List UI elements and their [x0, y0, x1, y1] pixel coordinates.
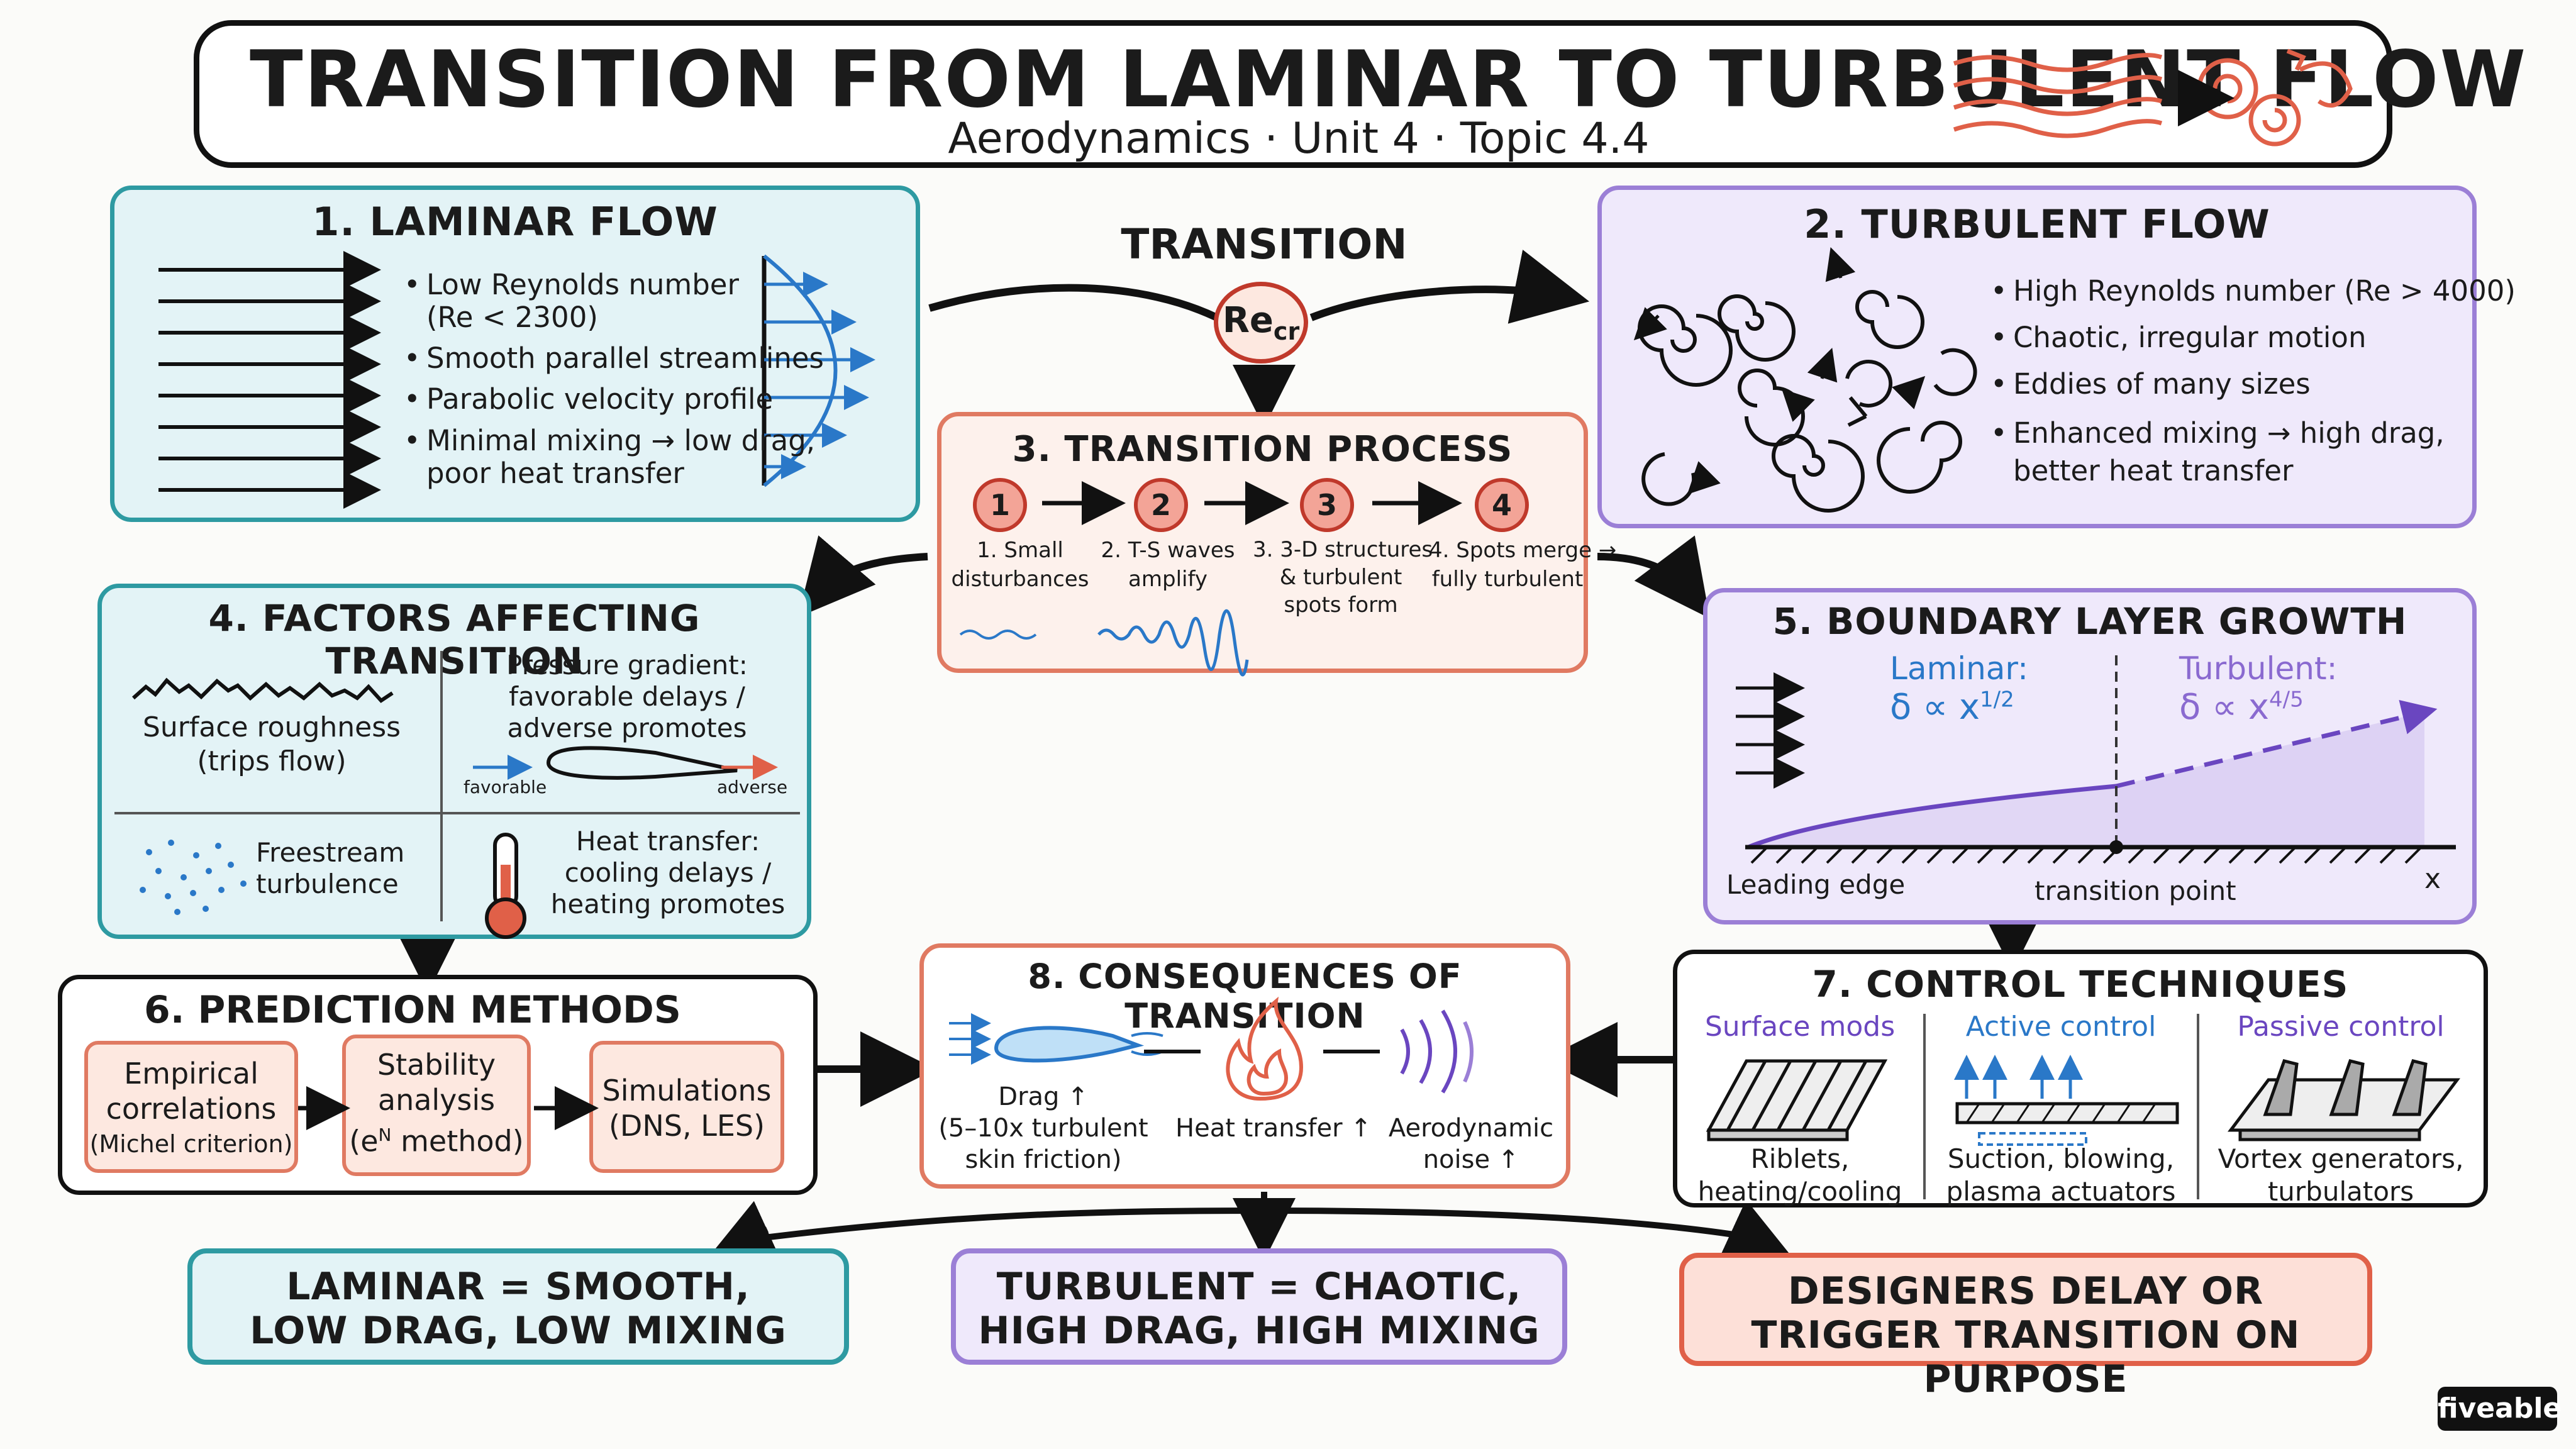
laminar-to-transition-line — [928, 284, 1219, 321]
turbulent-bullet-4: •Enhanced mixing → high drag, — [1990, 416, 2445, 450]
control-title: 7. CONTROL TECHNIQUES — [1812, 963, 2349, 1006]
boundary-layer-panel: 5. BOUNDARY LAYER GROWTH Laminar: δ ∝ x — [1703, 588, 2477, 924]
process-arrows — [959, 481, 1462, 677]
process-step-1-badge: 1 — [973, 478, 1027, 532]
process-title: 3. TRANSITION PROCESS — [1012, 429, 1513, 470]
leading-edge-label: Leading edge — [1726, 869, 1906, 900]
fiveable-logo: fiveable — [2438, 1387, 2562, 1431]
factors-grid — [114, 651, 800, 939]
turbulent-title: 2. TURBULENT FLOW — [1804, 201, 2270, 247]
flame-icon — [1226, 996, 1304, 1101]
roughness-label: Surface roughness(trips flow) — [142, 711, 401, 777]
critical-reynolds-badge: Recr — [1214, 282, 1308, 364]
transition-point-label: transition point — [2035, 875, 2236, 906]
laminar-bullet-3: •Parabolic velocity profile — [404, 382, 774, 416]
laminar-title: 1. LAMINAR FLOW — [312, 199, 718, 245]
vortex-generators-icon — [2228, 1059, 2460, 1141]
turbulent-bl-formula: δ ∝ x4/5 — [2179, 687, 2304, 728]
laminar-bullet-1b: (Re < 2300) — [426, 301, 598, 334]
airfoil-icon — [546, 746, 738, 780]
laminar-bl-label: Laminar: — [1890, 650, 2028, 687]
transition-point-marker — [2109, 840, 2123, 854]
laminar-bullet-4: •Minimal mixing → low drag, — [404, 424, 816, 457]
process-step-4-text: 4. Spots merge →fully turbulent — [1429, 538, 1617, 592]
surface-roughness-icon — [131, 677, 394, 703]
transition-to-turbulent-arrow — [1309, 250, 1590, 324]
laminar-bullet-1: •Low Reynolds number — [404, 268, 739, 301]
surface-mods-text: Riblets,heating/cooling — [1697, 1143, 1902, 1207]
active-control-heading: Active control — [1965, 1011, 2157, 1043]
passive-control-text: Vortex generators,turbulators — [2218, 1143, 2464, 1207]
favorable-label: favorable — [464, 777, 547, 797]
active-control-icon — [1954, 1055, 2179, 1146]
x-axis-label: x — [2424, 863, 2441, 895]
ts-wave-icon — [1097, 609, 1249, 677]
turbulent-growth-curve — [2116, 699, 2438, 789]
boundary-layer-graph — [1736, 655, 2456, 864]
header-banner: TRANSITION FROM LAMINAR TO TURBULENT FLO… — [194, 20, 2528, 168]
surface-mods-heading: Surface mods — [1704, 1011, 1896, 1043]
process-step-4-badge: 4 — [1475, 478, 1529, 532]
control-icons — [1706, 1014, 2460, 1199]
active-control-text: Suction, blowing,plasma actuators — [1946, 1143, 2176, 1207]
turbulent-bullet-2: •Chaotic, irregular motion — [1990, 321, 2367, 354]
turbulent-bullet-1: •High Reynolds number (Re > 4000) — [1990, 274, 2516, 308]
laminar-flow-panel: 1. LAMINAR FLOW •Low Reynolds number (Re… — [110, 186, 920, 522]
laminar-to-turbulent-icon — [1953, 48, 2353, 147]
heat-consequence-text: Heat transfer ↑ — [1175, 1114, 1372, 1143]
page-title: TRANSITION FROM LAMINAR TO TURBULENT FLO… — [250, 35, 2528, 125]
factors-panel: 4. FACTORS AFFECTING TRANSITION Surface … — [97, 584, 811, 939]
page-subtitle: Aerodynamics · Unit 4 · Topic 4.4 — [948, 114, 1650, 164]
parallel-streamlines-icon — [158, 251, 381, 509]
adverse-label: adverse — [717, 777, 788, 797]
re-symbol: Re — [1222, 300, 1274, 341]
boundary-title: 5. BOUNDARY LAYER GROWTH — [1772, 600, 2407, 643]
control-panel: 7. CONTROL TECHNIQUES — [1673, 950, 2488, 1208]
noise-waves-icon — [1400, 1009, 1474, 1094]
riblets-icon — [1706, 1059, 1888, 1141]
turbulent-bullet-3: •Eddies of many sizes — [1990, 367, 2311, 401]
parabolic-velocity-profile-icon — [762, 254, 875, 487]
thermometer-icon — [485, 833, 526, 939]
turbulent-bullet-4b: better heat transfer — [2013, 454, 2294, 487]
prediction-title: 6. PREDICTION METHODS — [144, 988, 681, 1032]
process-step-2-badge: 2 — [1134, 478, 1188, 532]
turbulent-bl-label: Turbulent: — [2179, 650, 2338, 687]
drag-airfoil-icon — [949, 1013, 1163, 1065]
laminar-growth-curve — [1747, 784, 2117, 850]
re-subscript: cr — [1273, 318, 1300, 346]
laminar-bl-formula: δ ∝ x1/2 — [1890, 687, 2014, 728]
laminar-bullet-2: •Smooth parallel streamlines — [404, 341, 824, 375]
summary-turbulent: TURBULENT = CHAOTIC,HIGH DRAG, HIGH MIXI… — [951, 1248, 1567, 1365]
small-disturbance-wave-icon — [959, 630, 1037, 640]
prediction-arrows — [298, 1086, 599, 1130]
passive-control-heading: Passive control — [2237, 1011, 2445, 1043]
consequences-panel: 8. CONSEQUENCES OF TRANSITION Drag ↑(5–1… — [919, 943, 1570, 1189]
simulations-box: Simulations(DNS, LES) — [589, 1041, 784, 1173]
heat-transfer-label: Heat transfer:cooling delays /heating pr… — [550, 826, 786, 919]
turbulent-flow-panel: 2. TURBULENT FLOW •High Reynolds number … — [1597, 186, 2516, 528]
process-step-3-badge: 3 — [1300, 478, 1354, 532]
summary-laminar: LAMINAR = SMOOTH,LOW DRAG, LOW MIXING — [187, 1248, 849, 1365]
eddies-icon — [1633, 247, 1977, 513]
transition-label: TRANSITION — [1121, 220, 1407, 269]
pressure-gradient-label: Pressure gradient:favorable delays /adve… — [506, 650, 748, 743]
factors-title: 4. FACTORS AFFECTING TRANSITION — [208, 597, 701, 682]
consequences-title: 8. CONSEQUENCES OF TRANSITION — [1028, 957, 1462, 1036]
consequences-icons — [949, 996, 1474, 1101]
freestream-turbulence-dots-icon — [140, 840, 247, 915]
laminar-bullet-4b: poor heat transfer — [426, 457, 684, 490]
